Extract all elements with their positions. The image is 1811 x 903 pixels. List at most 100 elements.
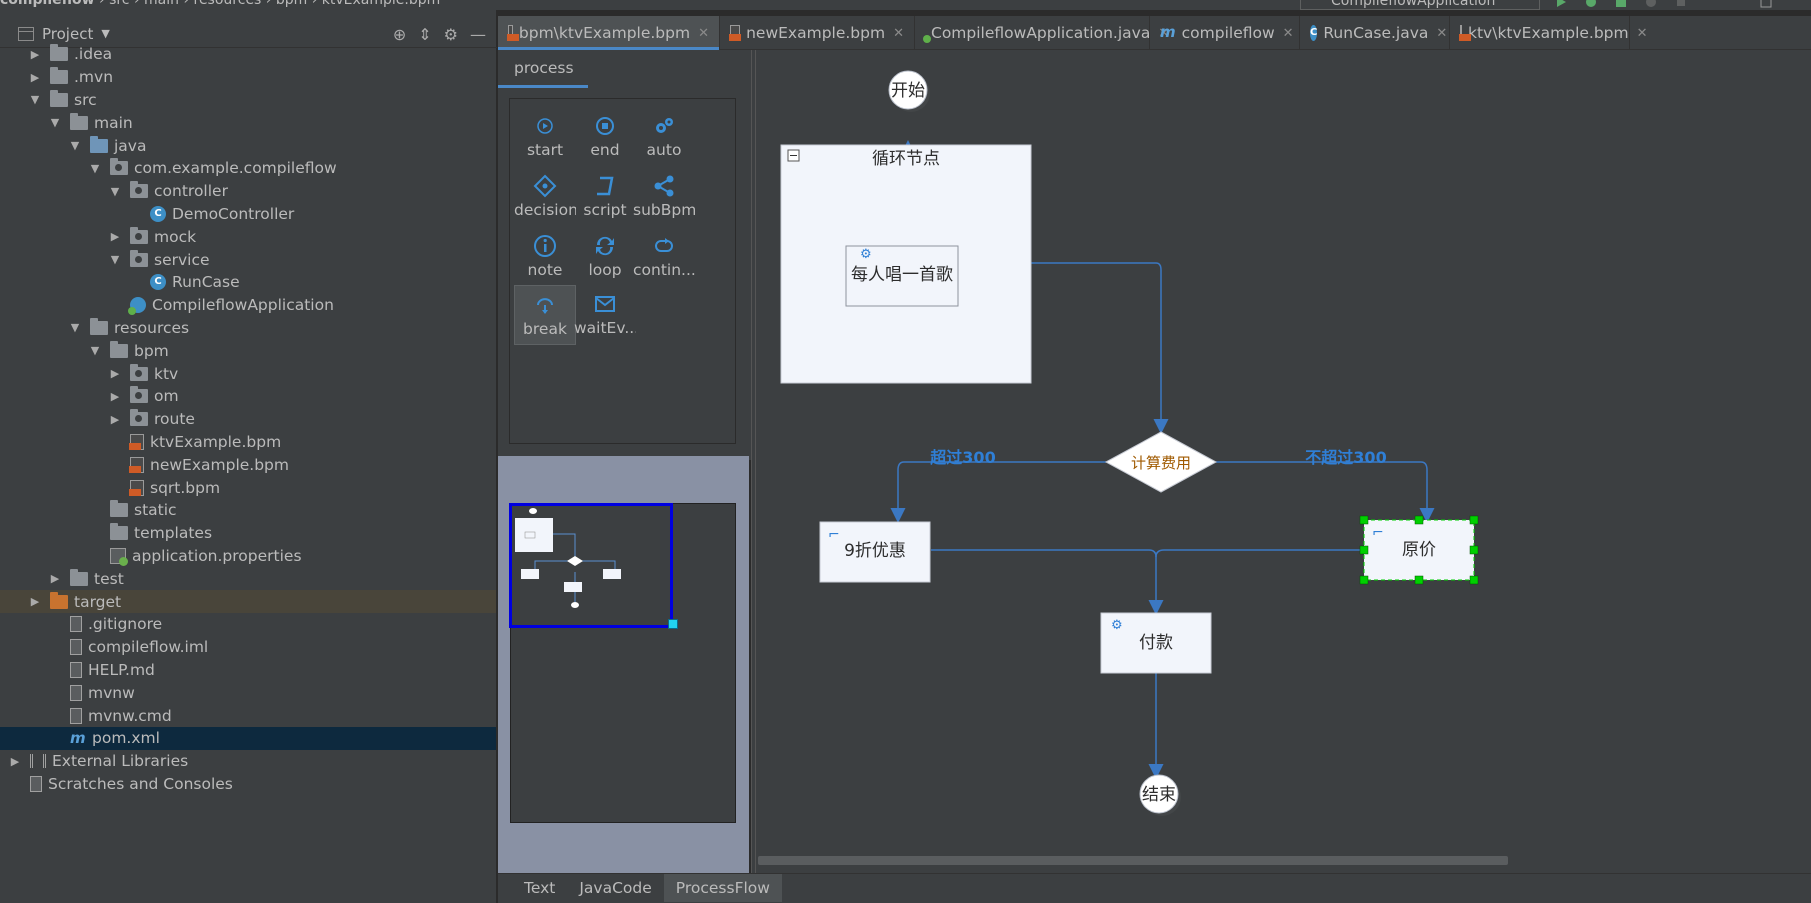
tree-row[interactable]: ▼main	[0, 111, 496, 134]
close-icon[interactable]: ✕	[1282, 25, 1294, 41]
chevron-right-icon[interactable]: ▶	[110, 412, 120, 426]
hide-icon[interactable]: —	[470, 25, 486, 44]
overview-canvas[interactable]	[510, 503, 736, 823]
layout-icon[interactable]	[1760, 0, 1772, 8]
tree-row[interactable]: CompileflowApplication	[0, 294, 496, 317]
tree-row[interactable]: ▼resources	[0, 317, 496, 340]
tab-text[interactable]: Text	[524, 879, 556, 897]
splitter[interactable]	[751, 50, 756, 873]
chevron-down-icon[interactable]: ▼	[110, 184, 120, 198]
tree-row[interactable]: mvnw.cmd	[0, 704, 496, 727]
locate-icon[interactable]: ⊕	[392, 25, 407, 44]
chevron-down-icon[interactable]: ▼	[70, 139, 80, 153]
close-icon[interactable]: ✕	[1436, 25, 1448, 41]
breadcrumb-item[interactable]: ktvExample.bpm	[321, 0, 441, 8]
palette-tool-auto[interactable]: auto	[633, 107, 695, 167]
palette-tool-script[interactable]: script	[574, 167, 636, 227]
chevron-down-icon[interactable]: ▼	[110, 253, 120, 267]
tree-row[interactable]: ▶target	[0, 590, 496, 613]
chevron-down-icon[interactable]: ▼	[90, 344, 100, 358]
chevron-down-icon[interactable]: ▼	[30, 93, 40, 107]
edge-decision-original[interactable]	[1216, 461, 1435, 523]
process-canvas[interactable]: 开始 循环节点 ⚙ 每人唱一首歌 计算费用 超过300 不超过	[756, 50, 1811, 873]
tree-row[interactable]: ▼service	[0, 248, 496, 271]
tree-row[interactable]: ▼src	[0, 89, 496, 112]
debug-icon[interactable]	[1585, 0, 1597, 8]
tree-row[interactable]: ▼com.example.compileflow	[0, 157, 496, 180]
tree-row[interactable]: .gitignore	[0, 613, 496, 636]
palette-tool-subbpm[interactable]: subBpm	[633, 167, 695, 227]
chevron-right-icon[interactable]: ▶	[30, 70, 40, 84]
edge-original-pay[interactable]	[1155, 549, 1369, 558]
tree-row[interactable]: ▶.mvn	[0, 66, 496, 89]
project-panel-header[interactable]: Project ▼	[0, 20, 497, 48]
tab-process[interactable]: process	[498, 50, 588, 88]
chevron-down-icon[interactable]: ▼	[90, 161, 100, 175]
palette-tool-note[interactable]: note	[514, 227, 576, 287]
tree-row[interactable]: HELP.md	[0, 659, 496, 682]
tree-row[interactable]: templates	[0, 522, 496, 545]
loop-node[interactable]: 循环节点 ⚙ 每人唱一首歌	[780, 144, 1032, 384]
breadcrumb-item[interactable]: compileflow	[0, 0, 95, 8]
edge-decision-discount[interactable]	[890, 461, 1106, 523]
tree-row[interactable]: mvnw	[0, 681, 496, 704]
chevron-down-icon[interactable]: ▼	[50, 116, 60, 130]
palette-tool-waitev[interactable]: waitEv...	[574, 285, 636, 345]
tree-row[interactable]: ▶test	[0, 567, 496, 590]
tab-processflow[interactable]: ProcessFlow	[663, 874, 782, 902]
tree-row[interactable]: ▼controller	[0, 180, 496, 203]
palette-tool-end[interactable]: end	[574, 107, 636, 167]
close-icon[interactable]: ✕	[1636, 25, 1648, 41]
chevron-right-icon[interactable]: ▶	[110, 230, 120, 244]
gear-icon[interactable]: ⚙	[443, 25, 458, 44]
palette-tool-decision[interactable]: decision	[514, 167, 576, 227]
tab-bpm-ktvexample-bpm[interactable]: bpm\ktvExample.bpm✕	[498, 16, 720, 50]
profile-icon[interactable]	[1645, 0, 1657, 8]
tree-row[interactable]: ▼bpm	[0, 339, 496, 362]
overview-viewport[interactable]	[509, 503, 673, 628]
chevron-right-icon[interactable]: ▶	[10, 754, 20, 768]
close-icon[interactable]: ✕	[893, 25, 904, 41]
edge-loop-decision[interactable]	[1031, 262, 1169, 434]
palette-tool-start[interactable]: start	[514, 107, 576, 167]
tree-row[interactable]: ▶route	[0, 408, 496, 431]
tree-row[interactable]: sqrt.bpm	[0, 476, 496, 499]
coverage-icon[interactable]	[1615, 0, 1627, 8]
breadcrumb-item[interactable]: bpm	[275, 0, 308, 8]
close-icon[interactable]: ✕	[698, 25, 709, 41]
chevron-right-icon[interactable]: ▶	[30, 47, 40, 61]
tree-row[interactable]: ▶om	[0, 385, 496, 408]
tree-row[interactable]: application.properties	[0, 545, 496, 568]
palette-tool-contin[interactable]: contin...	[633, 227, 695, 287]
start-node[interactable]: 开始	[888, 70, 930, 112]
palette-tool-break[interactable]: break	[514, 285, 576, 345]
breadcrumb-item[interactable]: main	[144, 0, 179, 8]
loop-task-node[interactable]: ⚙ 每人唱一首歌	[845, 245, 959, 307]
tree-row[interactable]: newExample.bpm	[0, 453, 496, 476]
chevron-down-icon[interactable]: ▼	[101, 27, 110, 40]
chevron-right-icon[interactable]: ▶	[110, 389, 120, 403]
pay-node[interactable]: ⚙ 付款	[1100, 612, 1212, 674]
tree-row[interactable]: ▶.idea	[0, 43, 496, 66]
decision-node[interactable]: 计算费用	[1104, 431, 1218, 493]
tab-newexample-bpm[interactable]: newExample.bpm✕	[720, 16, 915, 50]
chevron-down-icon[interactable]: ▼	[70, 321, 80, 335]
chevron-right-icon[interactable]: ▶	[110, 367, 120, 381]
chevron-right-icon[interactable]: ▶	[30, 595, 40, 609]
tree-row[interactable]: ▶External Libraries	[0, 750, 496, 773]
end-node[interactable]: 结束	[1139, 774, 1181, 816]
tree-row[interactable]: static	[0, 499, 496, 522]
collapse-all-icon[interactable]: ⇕	[418, 25, 432, 44]
breadcrumb[interactable]: compileflow › src › main › resources › b…	[0, 0, 440, 8]
chevron-right-icon[interactable]: ▶	[50, 572, 60, 586]
palette-tool-loop[interactable]: loop	[574, 227, 636, 287]
tree-row[interactable]: ktvExample.bpm	[0, 431, 496, 454]
breadcrumb-item[interactable]: src	[109, 0, 130, 8]
tab-javacode[interactable]: JavaCode	[579, 879, 652, 897]
close-icon[interactable]: ✕	[1158, 25, 1170, 41]
